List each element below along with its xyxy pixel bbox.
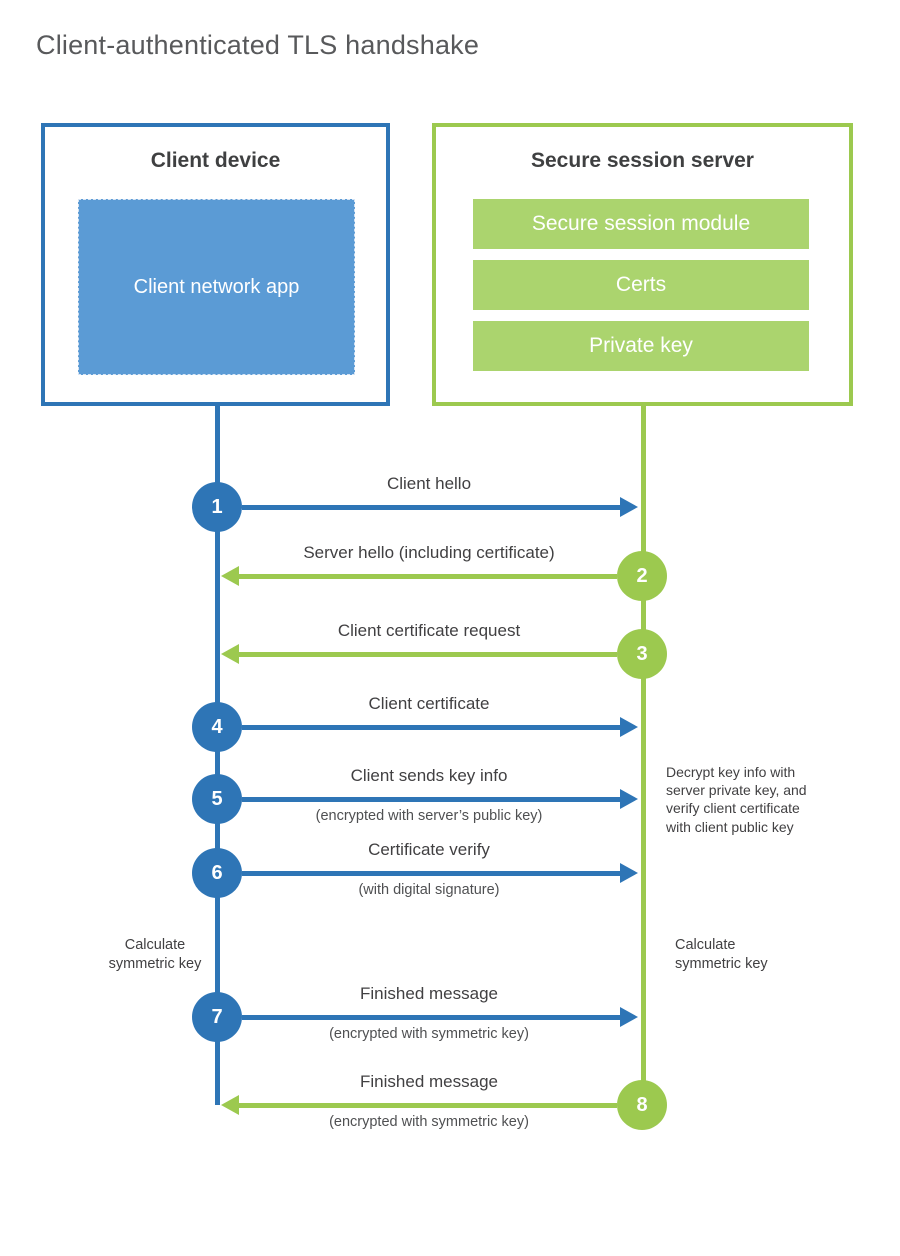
arrow-line [242,871,622,876]
message-sublabel: (with digital signature) [358,882,500,898]
arrow-right-icon [620,789,638,809]
client-network-app-box: Client network app [78,199,355,375]
client-device-box: Client device Client network app [41,123,390,406]
message-sublabel: (encrypted with symmetric key) [329,1114,529,1130]
client-calculate-symmetric-key-note: Calculate symmetric key [108,937,202,972]
message-sublabel: (encrypted with server’s public key) [315,808,543,824]
page-title: Client-authenticated TLS handshake [36,30,480,60]
step-number-badge: 7 [192,992,242,1042]
step-number-badge: 2 [617,551,667,601]
step-number-badge: 3 [617,629,667,679]
message-label: Client certificate [368,694,490,713]
arrow-line [239,652,617,657]
step-number-badge: 6 [192,848,242,898]
arrow-line [239,574,617,579]
arrow-left-icon [221,1095,239,1115]
server-module-secure-session: Secure session module [473,199,809,249]
message-label: Server hello (including certificate) [303,543,555,562]
server-modules-list: Secure session module Certs Private key [473,199,809,371]
server-lifeline [641,406,646,1128]
client-network-app-label: Client network app [133,275,300,298]
arrow-left-icon [221,566,239,586]
step-number-badge: 1 [192,482,242,532]
step-number-badge: 4 [192,702,242,752]
server-module-private-key: Private key [473,321,809,371]
arrow-line [239,1103,617,1108]
secure-session-server-box: Secure session server Secure session mod… [432,123,853,406]
arrow-line [242,1015,622,1020]
message-sublabel: (encrypted with symmetric key) [329,1026,529,1042]
server-module-certs: Certs [473,260,809,310]
message-label: Client hello [386,474,472,493]
arrow-left-icon [221,644,239,664]
arrow-right-icon [620,1007,638,1027]
server-calculate-symmetric-key-note: Calculate symmetric key [675,937,768,972]
message-label: Certificate verify [368,840,490,859]
arrow-line [242,797,622,802]
step-number-badge: 5 [192,774,242,824]
message-label: Client certificate request [337,621,521,640]
secure-session-server-title: Secure session server [531,149,754,172]
arrow-right-icon [620,863,638,883]
arrow-right-icon [620,717,638,737]
step-number-badge: 8 [617,1080,667,1130]
server-decrypt-note: Decrypt key info with server private key… [666,764,807,835]
message-label: Finished message [360,1072,498,1091]
message-label: Client sends key info [350,766,508,785]
client-device-title: Client device [150,149,281,172]
arrow-line [242,725,622,730]
arrow-line [242,505,622,510]
message-label: Finished message [360,984,498,1003]
arrow-right-icon [620,497,638,517]
client-lifeline [215,406,220,1105]
